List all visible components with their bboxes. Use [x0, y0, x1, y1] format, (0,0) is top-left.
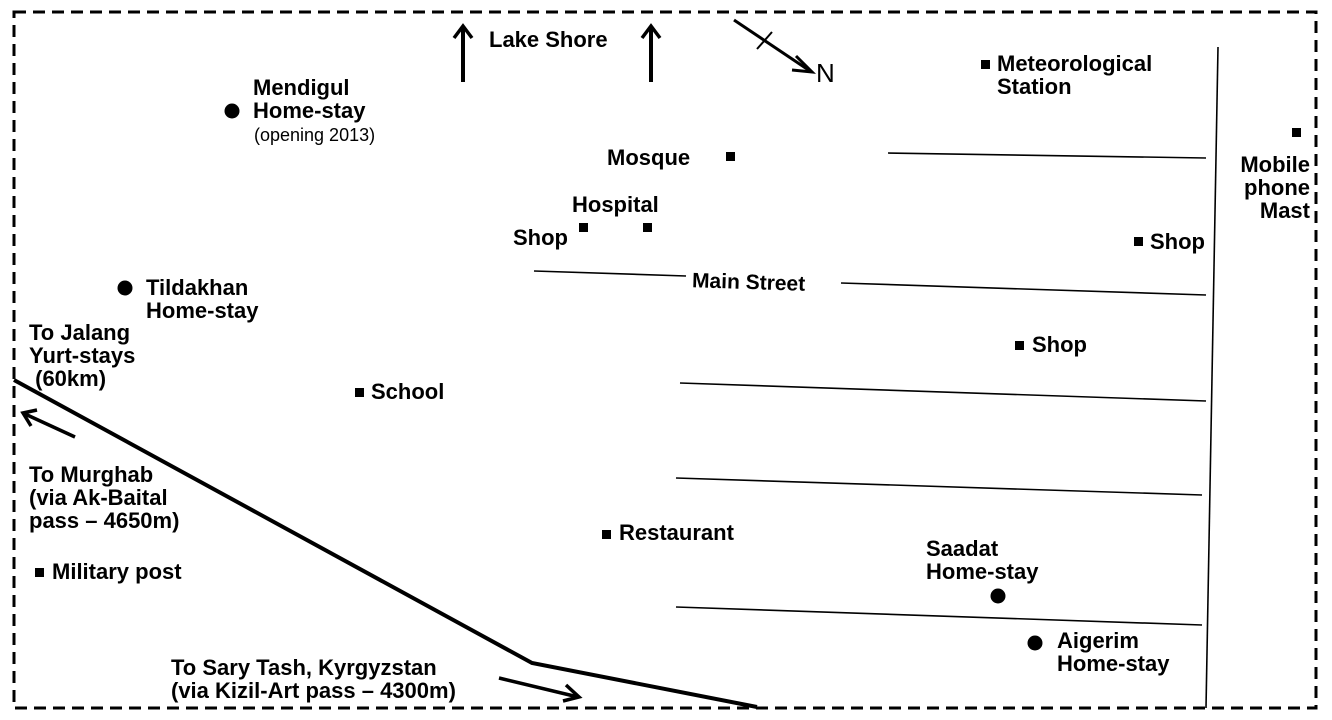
- mendigul-name-line-1: Mendigul: [253, 75, 350, 100]
- to-murghab-label: To Murghab (via Ak-Baital pass – 4650m): [29, 463, 179, 532]
- mobile-phone-mast-line-1: Mobile: [1240, 152, 1310, 177]
- shop-middle-marker-icon: [1015, 341, 1024, 350]
- main-street-left: [533, 270, 687, 277]
- aigerim-homestay-label: Aigerim Home-stay: [1057, 629, 1169, 675]
- lake-shore-arrow-left-icon: [452, 23, 474, 82]
- street-5: [675, 606, 1203, 626]
- tildakhan-homestay-label: Tildakhan Home-stay: [146, 276, 258, 322]
- arrow-to-sary-tash-icon: [498, 676, 583, 703]
- to-murghab-line-1: To Murghab: [29, 462, 154, 487]
- lake-shore-arrow-right-icon: [640, 23, 662, 82]
- to-jalang-line-3: (60km): [29, 366, 107, 391]
- hospital-marker-icon: [643, 223, 652, 232]
- mosque-label: Mosque: [607, 145, 691, 170]
- tildakhan-name-line-1: Tildakhan: [146, 275, 249, 300]
- mendigul-homestay-label: Mendigul Home-stay: [253, 76, 365, 122]
- meteorological-station-marker-icon: [981, 60, 990, 69]
- to-murghab-line-3: pass – 4650m): [29, 508, 180, 533]
- arrow-to-murghab-icon: [20, 408, 76, 439]
- school-marker-icon: [355, 388, 364, 397]
- saadat-homestay-label: Saadat Home-stay: [926, 537, 1038, 583]
- shop-left-label: Shop: [513, 225, 568, 250]
- school-label: School: [371, 379, 445, 404]
- shop-left-marker-icon: [579, 223, 588, 232]
- street-3: [679, 382, 1207, 402]
- aigerim-homestay-marker-icon: [1027, 635, 1043, 651]
- street-vertical: [1205, 46, 1219, 709]
- to-jalang-line-1: To Jalang: [29, 320, 131, 345]
- meteorological-station-line-2: Station: [997, 74, 1072, 99]
- shop-right-label: Shop: [1150, 229, 1205, 254]
- military-post-label: Military post: [52, 559, 182, 584]
- mobile-phone-mast-label: Mobile phone Mast: [1230, 153, 1310, 222]
- north-label: N: [816, 58, 835, 88]
- mosque-marker-icon: [726, 152, 735, 161]
- map-border: [12, 10, 1318, 710]
- street-top: [887, 152, 1207, 159]
- military-post-marker-icon: [35, 568, 44, 577]
- main-street-right: [840, 282, 1207, 296]
- to-murghab-line-2: (via Ak-Baital: [29, 485, 168, 510]
- tildakhan-name-line-2: Home-stay: [146, 298, 259, 323]
- lake-shore-label: Lake Shore: [489, 27, 608, 52]
- saadat-name-line-1: Saadat: [926, 536, 999, 561]
- to-jalang-line-2: Yurt-stays: [29, 343, 136, 368]
- mobile-phone-mast-line-3: Mast: [1259, 198, 1310, 223]
- street-4: [675, 477, 1203, 496]
- aigerim-name-line-1: Aigerim: [1057, 628, 1139, 653]
- mendigul-homestay-marker-icon: [224, 103, 240, 119]
- shop-right-marker-icon: [1134, 237, 1143, 246]
- north-arrow-icon: [733, 18, 817, 74]
- to-jalang-label: To Jalang Yurt-stays (60km): [29, 321, 135, 390]
- mendigul-opening-note: (opening 2013): [254, 125, 376, 145]
- saadat-homestay-marker-icon: [990, 588, 1006, 604]
- saadat-name-line-2: Home-stay: [926, 559, 1039, 584]
- main-street-label: Main Street: [691, 269, 806, 296]
- hospital-label: Hospital: [572, 192, 659, 217]
- meteorological-station-label: Meteorological Station: [997, 52, 1152, 98]
- tildakhan-homestay-marker-icon: [117, 280, 133, 296]
- main-road: [13, 378, 758, 709]
- meteorological-station-line-1: Meteorological: [997, 51, 1153, 76]
- shop-middle-label: Shop: [1032, 332, 1087, 357]
- mobile-phone-mast-marker-icon: [1292, 128, 1301, 137]
- to-sary-tash-line-1: To Sary Tash, Kyrgyzstan: [171, 655, 437, 680]
- to-sary-tash-line-2: (via Kizil-Art pass – 4300m): [171, 678, 456, 703]
- restaurant-label: Restaurant: [619, 520, 734, 545]
- to-sary-tash-label: To Sary Tash, Kyrgyzstan (via Kizil-Art …: [171, 656, 456, 702]
- restaurant-marker-icon: [602, 530, 611, 539]
- mendigul-name-line-2: Home-stay: [253, 98, 366, 123]
- aigerim-name-line-2: Home-stay: [1057, 651, 1170, 676]
- mobile-phone-mast-line-2: phone: [1244, 175, 1310, 200]
